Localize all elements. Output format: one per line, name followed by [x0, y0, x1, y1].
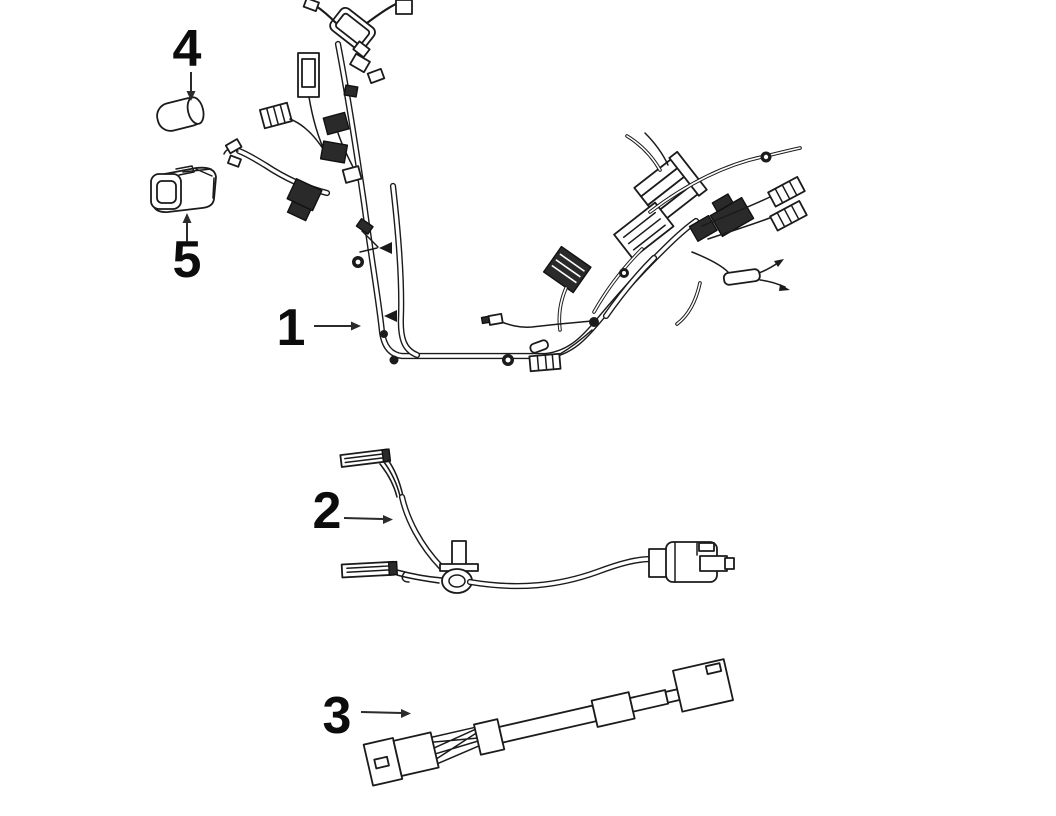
callout-2: 2: [313, 482, 393, 540]
black-connector: [322, 111, 350, 136]
cable-run: [498, 704, 598, 744]
flat-sleeve: [722, 268, 761, 286]
flat-terminal: [340, 560, 398, 579]
bottom-striped-connector: [528, 352, 562, 373]
arm-terminal: [224, 138, 243, 155]
wire-end: [779, 284, 790, 291]
part-main-wiring-harness: [223, 0, 808, 373]
wire-fan: [430, 726, 480, 765]
cable-boot: [392, 731, 440, 777]
flat-terminal: [339, 448, 392, 468]
callout-5-arrow: [182, 213, 192, 223]
callout-3-label: 3: [323, 687, 352, 745]
bracket: [341, 165, 363, 184]
cable-splice: [590, 691, 636, 728]
part-sub-wiring-harness: [339, 448, 735, 594]
callout-4-arrow: [186, 91, 196, 101]
part-connector-housing: [150, 165, 217, 213]
ignition-coil: [329, 6, 376, 59]
black-connector: [319, 140, 349, 164]
coil-lead-connector: [302, 0, 320, 12]
housing-latch: [175, 165, 195, 176]
striped-connector: [258, 101, 293, 130]
callout-2-label: 2: [313, 482, 342, 540]
callout-4-label: 4: [173, 20, 202, 78]
callout-3: 3: [323, 687, 411, 745]
callout-1-arrow: [351, 321, 361, 331]
housing-opening: [156, 180, 177, 204]
mounting-clamp: [439, 540, 479, 594]
top-connector: [395, 0, 413, 15]
fuse-holder: [613, 201, 675, 260]
callout-5: 5: [173, 213, 201, 289]
clip: [355, 218, 374, 235]
right-striped-connector: [769, 200, 808, 232]
callout-1: 1: [277, 299, 361, 357]
cdi-unit: [297, 52, 320, 98]
part-battery-cable: [362, 658, 734, 787]
sensor-terminal: [487, 312, 504, 326]
right-striped-connector: [767, 176, 806, 208]
callout-2-arrow: [383, 515, 393, 524]
sub-harness-connector: [648, 541, 735, 583]
ribbed-connector: [542, 245, 592, 294]
clip-arrow: [379, 242, 392, 254]
callout-1-label: 1: [277, 299, 306, 357]
part-cylindrical-fuse: [156, 96, 205, 132]
relay-connector: [709, 193, 755, 238]
arm-terminal: [227, 154, 242, 168]
wire-end: [774, 259, 784, 267]
black-connector-cluster: [286, 178, 323, 222]
cable-end-connector: [672, 658, 734, 713]
callout-3-arrow: [401, 709, 411, 718]
clip-arrow: [384, 310, 397, 322]
junction: [589, 317, 599, 327]
callout-4: 4: [173, 20, 202, 101]
